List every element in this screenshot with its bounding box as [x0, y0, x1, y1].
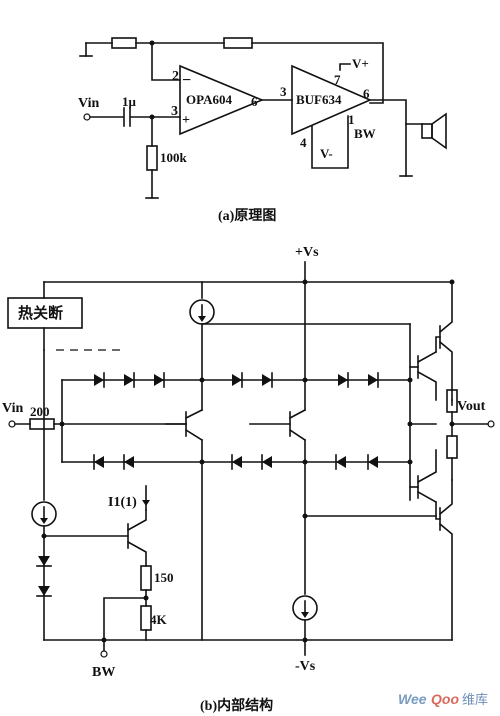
resistor-5k: [223, 37, 253, 49]
diode-chain-upper: [94, 372, 379, 388]
vout-label: Vout: [457, 399, 486, 414]
resistor-200: [29, 418, 55, 430]
minus-sign: −: [182, 72, 191, 89]
pin-1: 1: [348, 112, 355, 127]
pin-6-buf: 6: [363, 86, 370, 101]
bw-label-a: BW: [354, 126, 376, 141]
r-4k-label: 4K: [150, 612, 168, 627]
watermark-suffix: 维库: [462, 692, 488, 707]
speaker-icon: [421, 112, 447, 150]
transistor-output-upper: [435, 281, 453, 401]
resistor-out-lower: [446, 435, 458, 459]
vin-label-a: Vin: [78, 96, 99, 111]
vin-label-b: Vin: [2, 401, 23, 416]
r-100k-label: 100k: [160, 150, 188, 165]
transistor-input-left: [184, 408, 204, 442]
buffer-label: BUF634: [296, 92, 342, 107]
pin-3: 3: [171, 104, 178, 119]
bw-label-b: BW: [92, 665, 115, 680]
r-150-label: 150: [154, 570, 174, 585]
vminus-label-a: V-: [320, 146, 333, 161]
resistor-100k: [146, 145, 158, 171]
opamp-opa604: [179, 64, 265, 136]
vplus-label-a: V+: [352, 56, 369, 71]
resistor-250: [111, 37, 137, 49]
thermal-shutdown-box: [7, 297, 83, 329]
resistor-150: [140, 565, 152, 591]
schematic-b: +Vs 热关断 Vin: [2, 245, 495, 714]
diode-chain-lower: [93, 454, 378, 470]
caption-b: (b)内部结构: [200, 697, 273, 714]
vplus-label-b: +Vs: [295, 245, 319, 260]
transistor-driver-upper: [409, 350, 438, 401]
watermark-logo: Wee Qoo 维库: [398, 691, 488, 707]
pin-2: 2: [172, 69, 179, 84]
buffer-buf634: [291, 64, 373, 136]
transistor-output-lower: [435, 479, 453, 641]
opamp-label: OPA604: [186, 92, 232, 107]
pin-7: 7: [334, 72, 341, 87]
caption-a: (a)原理图: [218, 208, 276, 224]
r-200-label: 200: [30, 404, 50, 419]
thermal-label: 热关断: [18, 304, 63, 322]
transistor-bias: [126, 509, 147, 567]
watermark-brand-b: Qoo: [431, 691, 459, 707]
bias-diodes: [36, 556, 52, 597]
i1-label: I1(1): [108, 495, 137, 510]
pin-3-buf: 3: [280, 84, 287, 99]
watermark-brand-a: Wee: [398, 691, 427, 707]
schematic-a: 2 3 − + OPA604 6 Vin 1μ 100k 3 BUF634 7 …: [78, 37, 447, 224]
transistor-driver-lower: [409, 449, 438, 504]
pin-6-opamp: 6: [251, 94, 258, 109]
cap-label: 1μ: [122, 94, 137, 109]
transistor-input-right: [288, 408, 307, 442]
pin-4: 4: [300, 135, 307, 150]
vminus-label-b: -Vs: [295, 659, 316, 674]
plus-sign: +: [182, 113, 190, 128]
